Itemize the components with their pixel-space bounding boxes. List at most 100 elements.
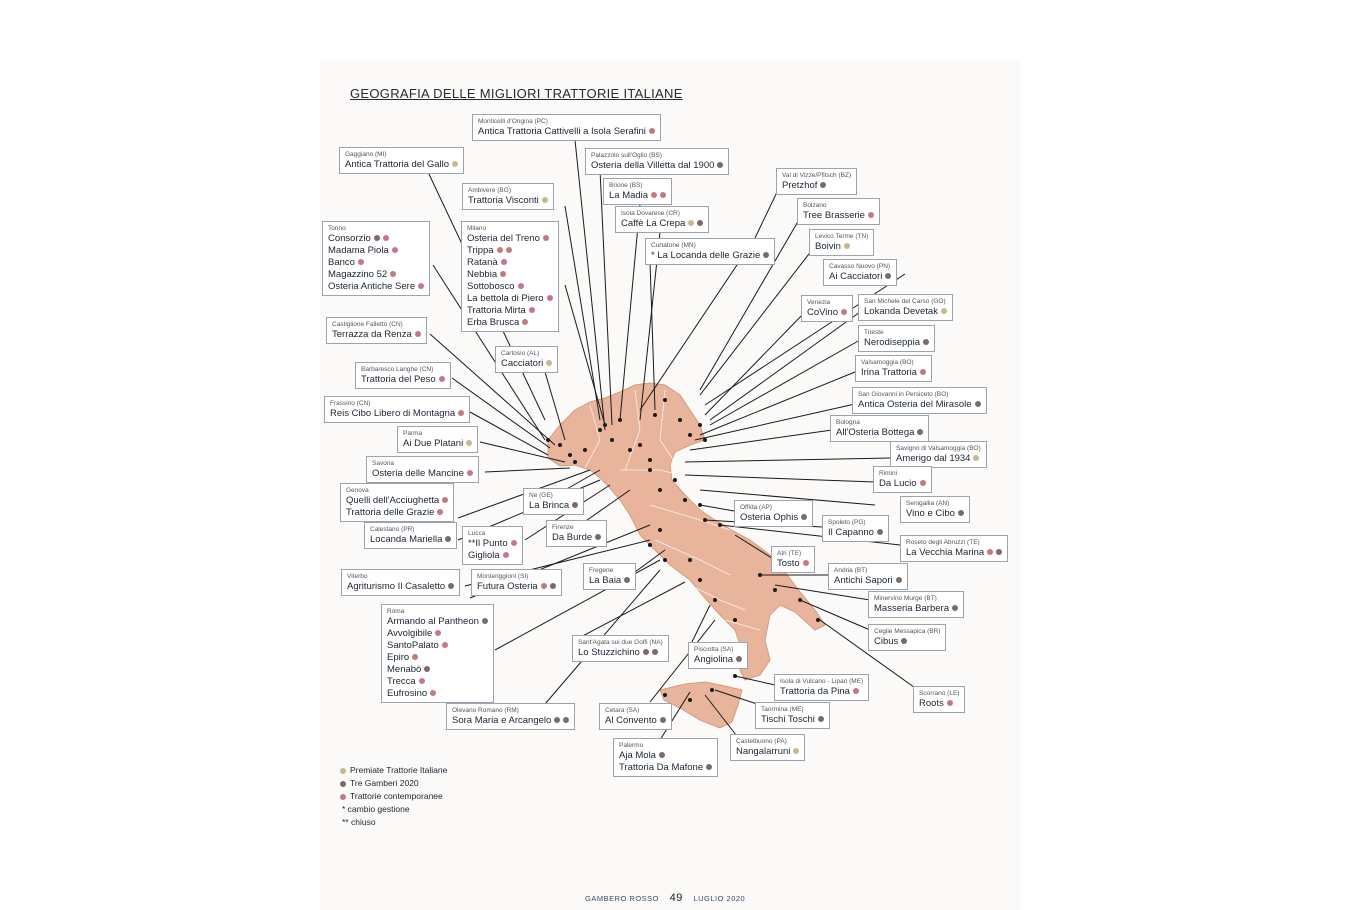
restaurant-location: Monteriggioni (SI) [477,573,529,580]
contemporanee-marker-icon [919,369,926,376]
restaurant-name: Tischi Toschi [761,714,815,725]
contemporanee-marker-icon [382,235,389,242]
restaurant-box: Scorrano (LE)Roots [913,686,966,713]
gamberi-marker-icon [901,638,908,645]
restaurant-location: Cetara (SA) [605,707,640,714]
restaurant-name: Osteria delle Mancine [372,468,464,479]
restaurant-name-row: Tischi Toschi [761,714,824,726]
restaurant-name-row: Caffè La Crepa [621,218,704,230]
restaurant-location: Lucca [468,530,486,537]
restaurant-name: Trattoria Visconti [468,195,539,206]
restaurant-name: Trattoria Mirta [467,305,526,316]
restaurant-name-row: Banco [328,257,424,269]
restaurant-box: Cartosio (AL)Cacciatori [495,346,559,373]
restaurant-name-row: La Brinca [529,500,579,512]
restaurant-box: Pisciotta (SA)Angiolina [688,642,749,669]
restaurant-name-row: Eufrosino [387,688,488,700]
gamberi-marker-icon [642,649,649,656]
gamberi-marker-icon [554,717,561,724]
restaurant-location: Barbaresco Langhe (CN) [361,366,434,373]
restaurant-location: Palermo [619,742,644,749]
restaurant-name: **Il Punto [468,538,508,549]
restaurant-name: Reis Cibo Libero di Montagna [330,408,456,419]
gamberi-marker-icon [595,534,602,541]
restaurant-location: Trieste [864,329,884,336]
restaurant-box: Isola di Vulcano - Lipari (ME)Trattoria … [774,674,870,701]
contemporanee-marker-icon [438,376,445,383]
contemporanee-marker-icon [651,192,658,199]
restaurant-name-row: Sora Maria e Arcangelo [452,715,570,727]
restaurant-name: Trattoria da Pina [780,686,850,697]
gamberi-marker-icon [706,764,713,771]
restaurant-name: Banco [328,257,355,268]
restaurant-name: Osteria Antiche Sere [328,281,416,292]
restaurant-location: Rimini [879,470,898,477]
restaurant-location: Minervino Murge (BT) [874,595,937,602]
restaurant-name: Amerigo dal 1934 [896,453,971,464]
restaurant-name: Nebbia [467,269,498,280]
restaurant-box: Barbaresco Langhe (CN)Trattoria del Peso [355,362,451,389]
restaurant-name-row: Avvolgibile [387,628,488,640]
restaurant-location: Bologna [836,419,860,426]
restaurant-name: Caffè La Crepa [621,218,686,229]
restaurant-location: Fregene [589,567,614,574]
restaurant-location: Olevano Romano (RM) [452,707,519,714]
restaurant-box: Olevano Romano (RM)Sora Maria e Arcangel… [446,703,576,730]
restaurant-location: San Giovanni in Persiceto (BO) [858,391,949,398]
restaurant-location: Venezia [807,299,831,306]
contemporanee-marker-icon [412,654,419,661]
restaurant-box: Brione (BS)La Madia [603,178,673,205]
restaurant-name: Antichi Sapori [834,575,893,586]
restaurant-location: Atri (TE) [777,550,802,557]
restaurant-location: Ceglie Messapica (BR) [874,628,941,635]
restaurant-name-row: Ratanà [467,257,553,269]
restaurant-name: Osteria Ophis [740,512,799,523]
restaurant-name: Osteria del Treno [467,233,540,244]
restaurant-name: Consorzio [328,233,371,244]
gamberi-marker-icon [817,716,824,723]
restaurant-name: Ratanà [467,257,498,268]
contemporanee-marker-icon [919,480,926,487]
restaurant-name: CoVino [807,307,838,318]
contemporanee-marker-icon [441,642,448,649]
restaurant-location: Scorrano (LE) [919,690,960,697]
legend-item: Trattorie contemporanee [340,790,447,803]
restaurant-box: Castelbuono (PA)Nangalarruni [730,734,806,761]
restaurant-name-row: Trattoria delle Grazie [346,507,448,519]
restaurant-name-row: La bettola di Piero [467,293,553,305]
restaurant-name: Sora Maria e Arcangelo [452,715,552,726]
gamberi-marker-icon [996,549,1003,556]
gamberi-marker-icon [957,510,964,517]
legend-label: Tre Gamberi 2020 [350,778,419,788]
gamberi-legend-icon [340,780,346,787]
restaurant-name: Locanda Mariella [370,534,443,545]
restaurant-name-row: Antichi Sapori [834,575,902,587]
restaurant-box: San Giovanni in Persiceto (BO)Antica Ost… [852,387,987,414]
restaurant-location: Castelbuono (PA) [736,738,787,745]
contemporanee-marker-icon [500,271,507,278]
restaurant-name-row: Trattoria Mirta [467,305,553,317]
restaurant-location: Monticelli d'Ongina (PC) [478,118,548,125]
restaurant-box: Sant'Agata sui due Golfi (NA)Lo Stuzzich… [572,635,669,662]
contemporanee-marker-icon [522,319,529,326]
restaurant-name: Osteria della Villetta dal 1900 [591,160,715,171]
contemporanee-marker-icon [437,509,444,516]
restaurant-location: Ne (GE) [529,492,553,499]
contemporanee-marker-icon [390,271,397,278]
page-number: 49 [669,892,683,904]
restaurant-box: Monticelli d'Ongina (PC)Antica Trattoria… [472,114,661,141]
restaurant-name-row: Trattoria Visconti [468,195,548,207]
contemporanee-legend-icon [340,793,346,800]
restaurant-box: Taormina (ME)Tischi Toschi [755,702,830,729]
restaurant-name: Tree Brasserie [803,210,865,221]
restaurant-name: Roots [919,698,944,709]
page-footer: GAMBERO ROSSO 49 LUGLIO 2020 [585,892,745,904]
restaurant-name-row: Boivin [815,241,868,253]
legend-item: * cambio gestione [340,803,447,816]
restaurant-name-row: Angiolina [694,654,743,666]
restaurant-box: Palazzolo sull'Oglio (BS)Osteria della V… [585,148,730,175]
restaurant-name-row: Aja Mola [619,750,712,762]
gamberi-marker-icon [974,401,981,408]
